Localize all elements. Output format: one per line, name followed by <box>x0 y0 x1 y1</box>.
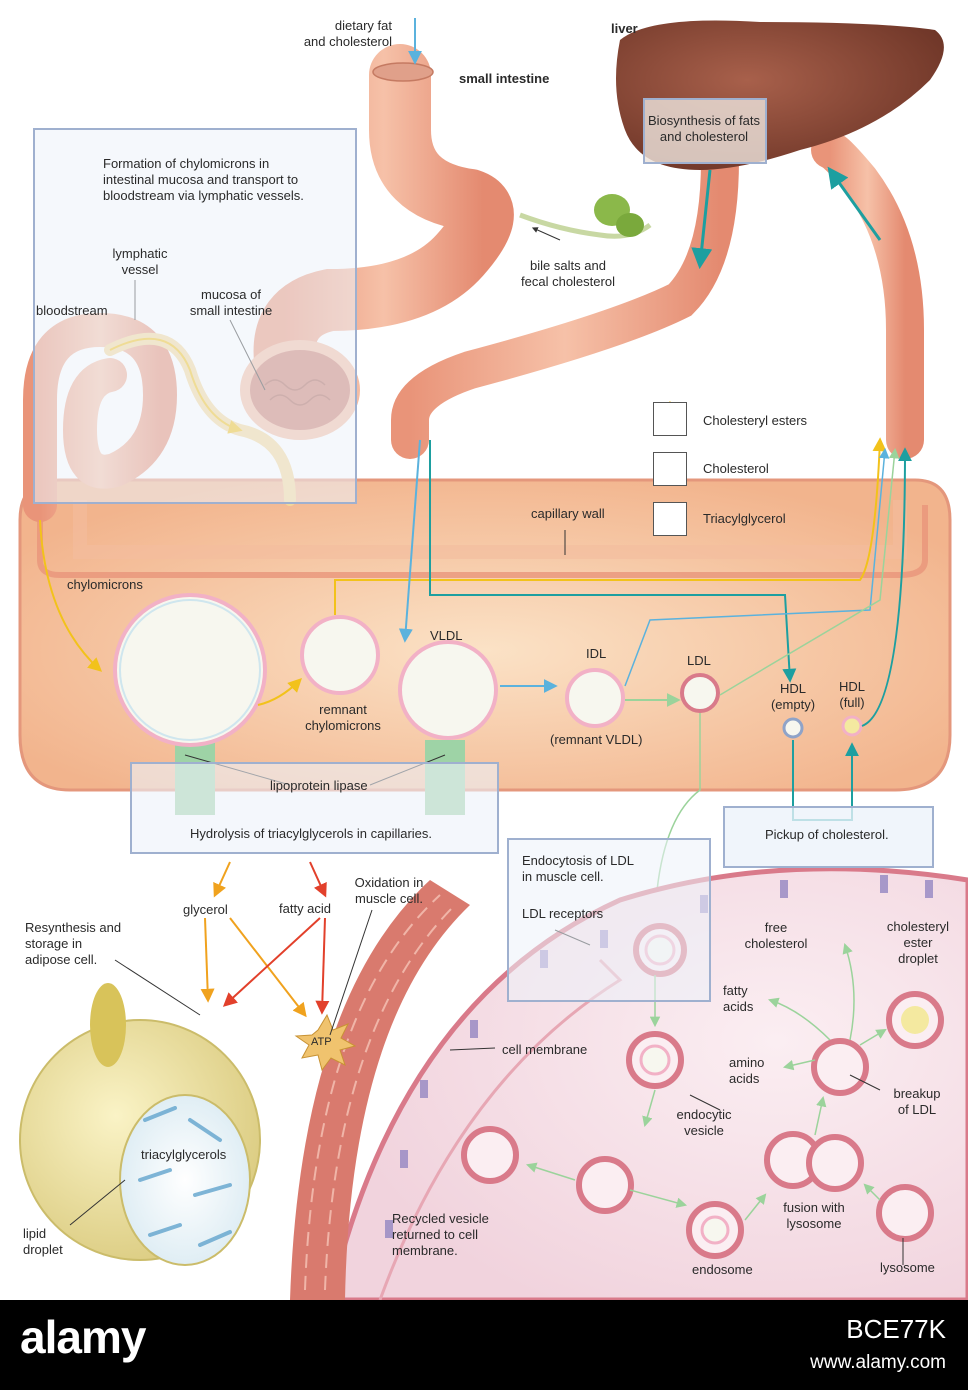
dietary-fat-label: dietary fat and cholesterol <box>303 18 392 49</box>
endocytic-vesicle-label: endocytic vesicle <box>676 1107 732 1138</box>
free-cholesterol-label: free cholesterol <box>744 920 808 951</box>
remnant-chylomicrons-label: remnant chylomicrons <box>305 702 381 733</box>
hydrolysis-panel <box>130 762 499 854</box>
endocytosis-panel <box>507 838 711 1002</box>
hdl-full-particle <box>841 715 863 737</box>
remnant-chylomicron-particle <box>300 615 380 695</box>
fusion-lysosome-label: fusion with lysosome <box>783 1200 845 1231</box>
lysosome-label: lysosome <box>880 1260 935 1275</box>
pickup-panel <box>723 806 934 868</box>
vldl-label: VLDL <box>430 628 463 643</box>
legend-box-triacylglycerol <box>653 502 687 536</box>
liver-label: liver <box>611 21 638 36</box>
cell-membrane-label: cell membrane <box>502 1042 588 1057</box>
atp-label: ATP <box>311 1036 332 1048</box>
portal-vessel <box>391 141 739 459</box>
hydrolysis-text: Hydrolysis of triacylglycerols in capill… <box>190 826 433 841</box>
endocytic-vesicle-shape <box>626 1031 684 1089</box>
vldl-particle <box>398 640 498 740</box>
ldl-particle <box>680 673 720 713</box>
chylomicrons-label: chylomicrons <box>67 577 143 592</box>
cholesteryl-ester-droplet-label: cholesteryl ester droplet <box>886 919 950 966</box>
biosynthesis-text: Biosynthesis of fats and cholesterol <box>648 113 760 144</box>
capillary-wall-label: capillary wall <box>531 506 605 521</box>
ester-droplet-shape <box>886 991 944 1049</box>
fatty-acids-label: fatty acids <box>723 983 754 1014</box>
formation-panel <box>33 128 357 504</box>
oxidation-label: Oxidation in muscle cell. <box>354 875 424 906</box>
ldl-receptors-label: LDL receptors <box>522 906 604 921</box>
ldl-label: LDL <box>687 653 711 668</box>
recycling-vesicle-1 <box>576 1156 634 1214</box>
fatty-acid-label: fatty acid <box>279 901 332 916</box>
small-intestine-label: small intestine <box>459 71 550 86</box>
watermark-url: www.alamy.com <box>810 1352 946 1373</box>
pickup-text: Pickup of cholesterol. <box>765 827 889 842</box>
legend-label-cholesterol: Cholesterol <box>703 461 769 476</box>
hdl-full-label: HDL (full) <box>838 679 865 710</box>
endocytosis-text: Endocytosis of LDL in muscle cell. <box>522 853 635 884</box>
legend-box-cholesteryl-esters <box>653 402 687 436</box>
triacylglycerols-label: triacylglycerols <box>141 1147 227 1162</box>
atp-star <box>294 1013 357 1072</box>
legend-label-cholesteryl-esters: Cholesteryl esters <box>703 413 808 428</box>
watermark-image-id: BCE77K <box>846 1314 946 1344</box>
hdl-empty-label: HDL (empty) <box>770 681 816 712</box>
endosome-shape <box>686 1201 744 1259</box>
lipoprotein-lipase-label: lipoprotein lipase <box>270 778 368 793</box>
idl-particle <box>565 668 625 728</box>
return-vessel <box>811 131 924 459</box>
endosome-label: endosome <box>692 1262 753 1277</box>
biosynthesis-panel <box>643 98 767 164</box>
chylomicron-particle <box>113 593 267 747</box>
lysosome-shape <box>876 1184 934 1242</box>
resynthesis-label: Resynthesis and storage in adipose cell. <box>25 920 122 967</box>
formation-text: Formation of chylomicrons in intestinal … <box>103 156 304 203</box>
legend-label-triacylglycerol: Triacylglycerol <box>703 511 786 526</box>
amino-acids-label: amino acids <box>729 1055 765 1086</box>
legend-box-cholesterol <box>653 452 687 486</box>
glycerol-label: glycerol <box>183 902 228 917</box>
recycling-vesicle-2 <box>461 1126 519 1184</box>
lymphatic-vessel-label: lymphatic vessel <box>112 246 168 277</box>
recycled-vesicle-label: Recycled vesicle returned to cell membra… <box>392 1211 489 1258</box>
mucosa-label: mucosa of small intestine <box>189 287 273 318</box>
hdl-empty-particle <box>782 717 804 739</box>
breakup-vesicle-shape <box>811 1038 869 1096</box>
lipid-droplet-label: lipid droplet <box>23 1226 63 1257</box>
muscle-fiber <box>290 880 470 1300</box>
breakup-ldl-label: breakup of LDL <box>893 1086 941 1117</box>
capillary-wall <box>37 505 928 578</box>
watermark-brand: alamy <box>20 1311 146 1363</box>
idl-label: IDL <box>586 646 607 661</box>
watermark-footer: alamy BCE77K www.alamy.com <box>0 1300 968 1390</box>
remnant-vldl-label: (remnant VLDL) <box>550 732 643 747</box>
fusion-vesicle-shape <box>764 1131 864 1192</box>
bile-salts-label: bile salts and fecal cholesterol <box>521 258 615 289</box>
bloodstream-label: bloodstream <box>36 303 108 318</box>
